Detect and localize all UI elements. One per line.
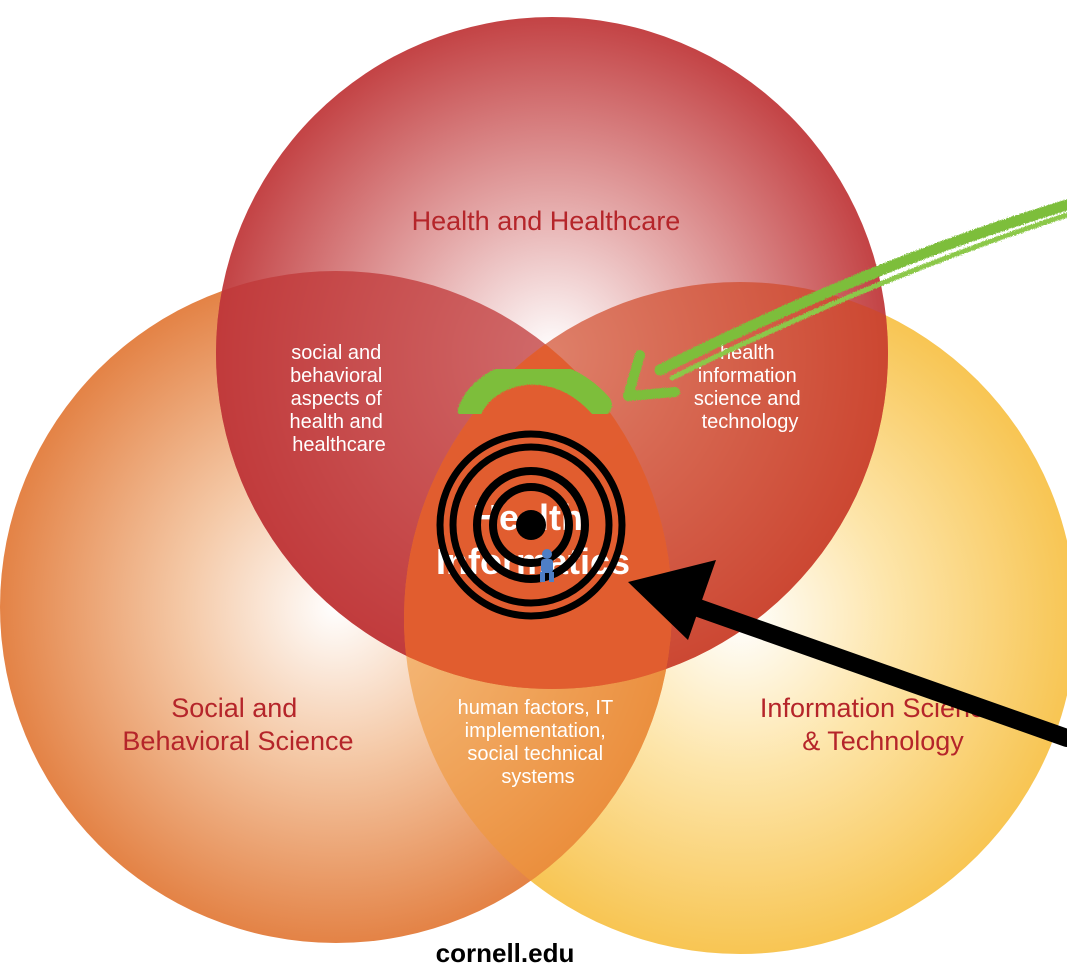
health-label: Health and Healthcare — [412, 206, 681, 236]
blue-figure-icon — [540, 549, 554, 582]
green-hand-drawn-arrow-icon — [623, 199, 1067, 401]
social-label: Social and Behavioral Science — [122, 693, 353, 756]
info-label-line-2: & Technology — [802, 726, 964, 756]
black-arrow-icon — [628, 560, 1067, 747]
social-info-text: human factors, IT implementation, social… — [458, 697, 619, 788]
health-social-text: social and behavioral aspects of health … — [290, 342, 389, 456]
source-caption: cornell.edu — [436, 938, 575, 965]
social-label-line-2: Behavioral Science — [122, 726, 353, 756]
bullseye-target-icon — [436, 430, 626, 620]
social-label-line-1: Social and — [171, 693, 297, 723]
center-overlap — [404, 282, 672, 689]
health-info-text: health information science and technolog… — [694, 342, 806, 433]
green-hand-drawn-arc-icon — [458, 360, 612, 422]
center-overlap-group — [404, 282, 672, 689]
